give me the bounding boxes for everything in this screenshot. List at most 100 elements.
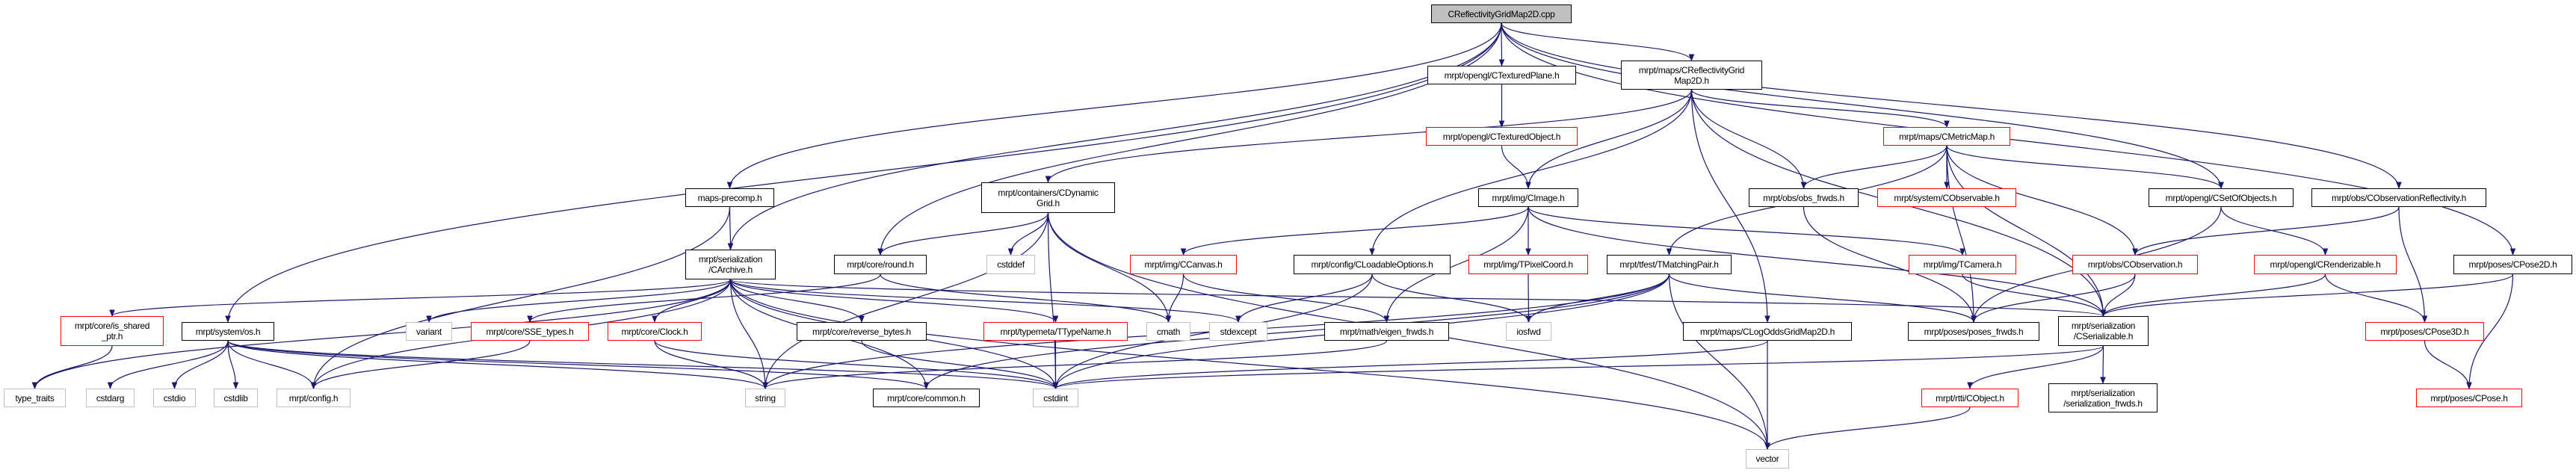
graph-node-cobservable[interactable]: mrpt/system/CObservable.h bbox=[1877, 188, 2016, 207]
graph-node-tcamera[interactable]: mrpt/img/TCamera.h bbox=[1909, 255, 2016, 274]
graph-node-round[interactable]: mrpt/core/round.h bbox=[834, 255, 927, 274]
edge-eigen-to-string bbox=[762, 340, 1388, 389]
graph-node-isshared[interactable]: mrpt/core/is_shared _ptr.h bbox=[61, 316, 164, 346]
graph-node-sse[interactable]: mrpt/core/SSE_types.h bbox=[471, 322, 589, 341]
graph-node-config: mrpt/config.h bbox=[277, 389, 350, 407]
edge-cimage-to-eigen bbox=[1383, 206, 1529, 323]
edge-root-to-round bbox=[877, 22, 1502, 256]
graph-node-cobsrefl[interactable]: mrpt/obs/CObservationReflectivity.h bbox=[2311, 188, 2486, 207]
graph-node-cstddef: cstddef bbox=[986, 255, 1035, 274]
graph-node-serfrwds[interactable]: mrpt/serialization /serialization_frwds.… bbox=[2048, 383, 2158, 412]
edge-cpose3d-to-cpose bbox=[2424, 340, 2472, 389]
edge-sse-to-config bbox=[310, 340, 531, 389]
edge-carchive-to-stdexcept bbox=[729, 279, 1241, 323]
edge-crenderizable-to-cserializable bbox=[2100, 273, 2326, 317]
edge-tmatching-to-posesfrwds bbox=[1668, 273, 1977, 323]
edge-clogodds-to-cstdint bbox=[1052, 340, 1768, 389]
graph-node-cobject[interactable]: mrpt/rtti/CObject.h bbox=[1921, 389, 2019, 407]
graph-node-tpixel[interactable]: mrpt/img/TPixelCoord.h bbox=[1468, 255, 1588, 274]
graph-node-cmetricmap[interactable]: mrpt/maps/CMetricMap.h bbox=[1883, 127, 2010, 146]
graph-node-ttypename[interactable]: mrpt/typemeta/TTypeName.h bbox=[983, 322, 1128, 341]
graph-node-common[interactable]: mrpt/core/common.h bbox=[873, 389, 980, 407]
graph-node-obsfrwds[interactable]: mrpt/obs/obs_frwds.h bbox=[1749, 188, 1859, 207]
graph-node-csetofobjects[interactable]: mrpt/opengl/CSetOfObjects.h bbox=[2149, 188, 2294, 207]
edge-os-to-cstdio bbox=[171, 340, 229, 389]
graph-node-cobservation[interactable]: mrpt/obs/CObservation.h bbox=[2072, 255, 2198, 274]
graph-node-clock[interactable]: mrpt/core/Clock.h bbox=[608, 322, 702, 341]
edge-cmetricmap-to-posesfrwds bbox=[1946, 145, 1977, 323]
graph-node-cloadable[interactable]: mrpt/config/CLoadableOptions.h bbox=[1294, 255, 1451, 274]
edge-tcamera-to-cserializable bbox=[1962, 273, 2107, 317]
edge-clock-to-cstdint bbox=[654, 340, 1059, 389]
edge-texturedobject-to-cimage bbox=[1501, 145, 1531, 189]
edge-dyngrid-to-cstdint bbox=[1047, 212, 1059, 389]
graph-node-crenderizable[interactable]: mrpt/opengl/CRenderizable.h bbox=[2254, 255, 2397, 274]
graph-node-reflgrid[interactable]: mrpt/maps/CReflectivityGrid Map2D.h bbox=[1621, 61, 1762, 90]
edge-carchive-to-clock bbox=[652, 279, 732, 323]
edge-carchive-to-ttypename bbox=[729, 279, 1059, 323]
edge-cobsrefl-to-cobservation bbox=[2132, 206, 2400, 256]
edge-cpose2d-to-cserializable bbox=[2100, 273, 2514, 317]
graph-node-cpose2d[interactable]: mrpt/poses/CPose2D.h bbox=[2453, 255, 2572, 274]
edge-carchive-to-variant bbox=[426, 279, 732, 323]
edge-cloadable-to-stdexcept bbox=[1235, 273, 1373, 323]
graph-node-root[interactable]: CReflectivityGridMap2D.cpp bbox=[1431, 4, 1572, 23]
edge-os-to-string bbox=[227, 340, 768, 389]
edge-cserializable-to-serfrwds bbox=[2100, 345, 2106, 384]
graph-node-eigen[interactable]: mrpt/math/eigen_frwds.h bbox=[1324, 322, 1449, 341]
edge-root-to-mapsprecomp bbox=[726, 22, 1502, 189]
edge-csetofobjects-to-crenderizable bbox=[2220, 206, 2329, 256]
edge-crenderizable-to-cpose3d bbox=[2324, 273, 2428, 323]
graph-node-os[interactable]: mrpt/system/os.h bbox=[182, 322, 274, 341]
edge-cmetricmap-to-cserializable bbox=[1946, 145, 2107, 317]
graph-node-ccanvas[interactable]: mrpt/img/CCanvas.h bbox=[1130, 255, 1237, 274]
edge-os-to-cstdarg bbox=[107, 340, 229, 389]
edge-os-to-cstdlib bbox=[227, 340, 239, 389]
graph-node-cstdint: cstdint bbox=[1033, 389, 1078, 407]
edge-cobservation-to-posesfrwds bbox=[1971, 273, 2136, 323]
edge-root-to-cobsrefl bbox=[1501, 22, 2402, 189]
edge-cobsrefl-to-cpose3d bbox=[2398, 206, 2428, 323]
edge-cserializable-to-cstdint bbox=[1053, 345, 2104, 389]
graph-node-mapsprecomp[interactable]: maps-precomp.h bbox=[685, 188, 774, 207]
graph-node-typetraits: type_traits bbox=[4, 389, 66, 407]
edge-root-to-os bbox=[225, 22, 1502, 323]
edge-cmetricmap-to-cobservation bbox=[1946, 145, 2138, 256]
edge-os-to-cstdint bbox=[227, 340, 1059, 389]
edge-carchive-to-typetraits bbox=[31, 279, 732, 389]
edge-dyngrid-to-string bbox=[762, 212, 1049, 389]
edge-cloadable-to-iosfwd bbox=[1371, 273, 1532, 323]
edge-reflgrid-to-cmetricmap bbox=[1690, 89, 1950, 128]
graph-node-revbytes[interactable]: mrpt/core/reverse_bytes.h bbox=[797, 322, 927, 341]
graph-node-cimage[interactable]: mrpt/img/CImage.h bbox=[1478, 188, 1578, 207]
graph-node-string: string bbox=[745, 389, 785, 407]
edge-round-to-sse bbox=[527, 273, 881, 323]
graph-node-cmath: cmath bbox=[1146, 322, 1190, 341]
edge-dyngrid-to-round bbox=[877, 212, 1049, 256]
edge-tmatching-to-vector bbox=[1668, 273, 1770, 450]
graph-node-texturedobject[interactable]: mrpt/opengl/CTexturedObject.h bbox=[1426, 127, 1578, 146]
edge-reflgrid-to-obsfrwds bbox=[1690, 89, 1807, 189]
edge-cobject-to-vector bbox=[1764, 406, 1971, 450]
edge-ccanvas-to-eigen bbox=[1182, 273, 1390, 323]
graph-node-clogodds[interactable]: mrpt/maps/CLogOddsGridMap2D.h bbox=[1683, 322, 1852, 341]
edge-dyngrid-to-cstddef bbox=[1007, 212, 1049, 256]
edge-reflgrid-to-clogodds bbox=[1690, 89, 1770, 323]
edge-clock-to-string bbox=[654, 340, 768, 389]
graph-node-posesfrwds[interactable]: mrpt/poses/poses_frwds.h bbox=[1908, 322, 2039, 341]
graph-node-tmatching[interactable]: mrpt/tfest/TMatchingPair.h bbox=[1607, 255, 1732, 274]
graph-node-texturedplane[interactable]: mrpt/opengl/CTexturedPlane.h bbox=[1427, 66, 1576, 84]
edge-ccanvas-to-cmath bbox=[1165, 273, 1184, 323]
edge-obsfrwds-to-posesfrwds bbox=[1803, 206, 1977, 323]
graph-node-cpose[interactable]: mrpt/poses/CPose.h bbox=[2416, 389, 2522, 407]
edge-root-to-reflgrid bbox=[1501, 22, 1695, 61]
graph-node-cserializable[interactable]: mrpt/serialization /CSerializable.h bbox=[2058, 316, 2149, 346]
edge-root-to-carchive bbox=[727, 22, 1502, 250]
graph-node-dyngrid[interactable]: mrpt/containers/CDynamic Grid.h bbox=[981, 182, 1115, 213]
edge-round-to-cmath bbox=[880, 273, 1172, 323]
graph-node-carchive[interactable]: mrpt/serialization /CArchive.h bbox=[685, 250, 776, 279]
graph-node-cstdio: cstdio bbox=[153, 389, 196, 407]
graph-node-cpose3d[interactable]: mrpt/poses/CPose3D.h bbox=[2365, 322, 2484, 341]
edge-tmatching-to-iosfwd bbox=[1525, 273, 1670, 323]
